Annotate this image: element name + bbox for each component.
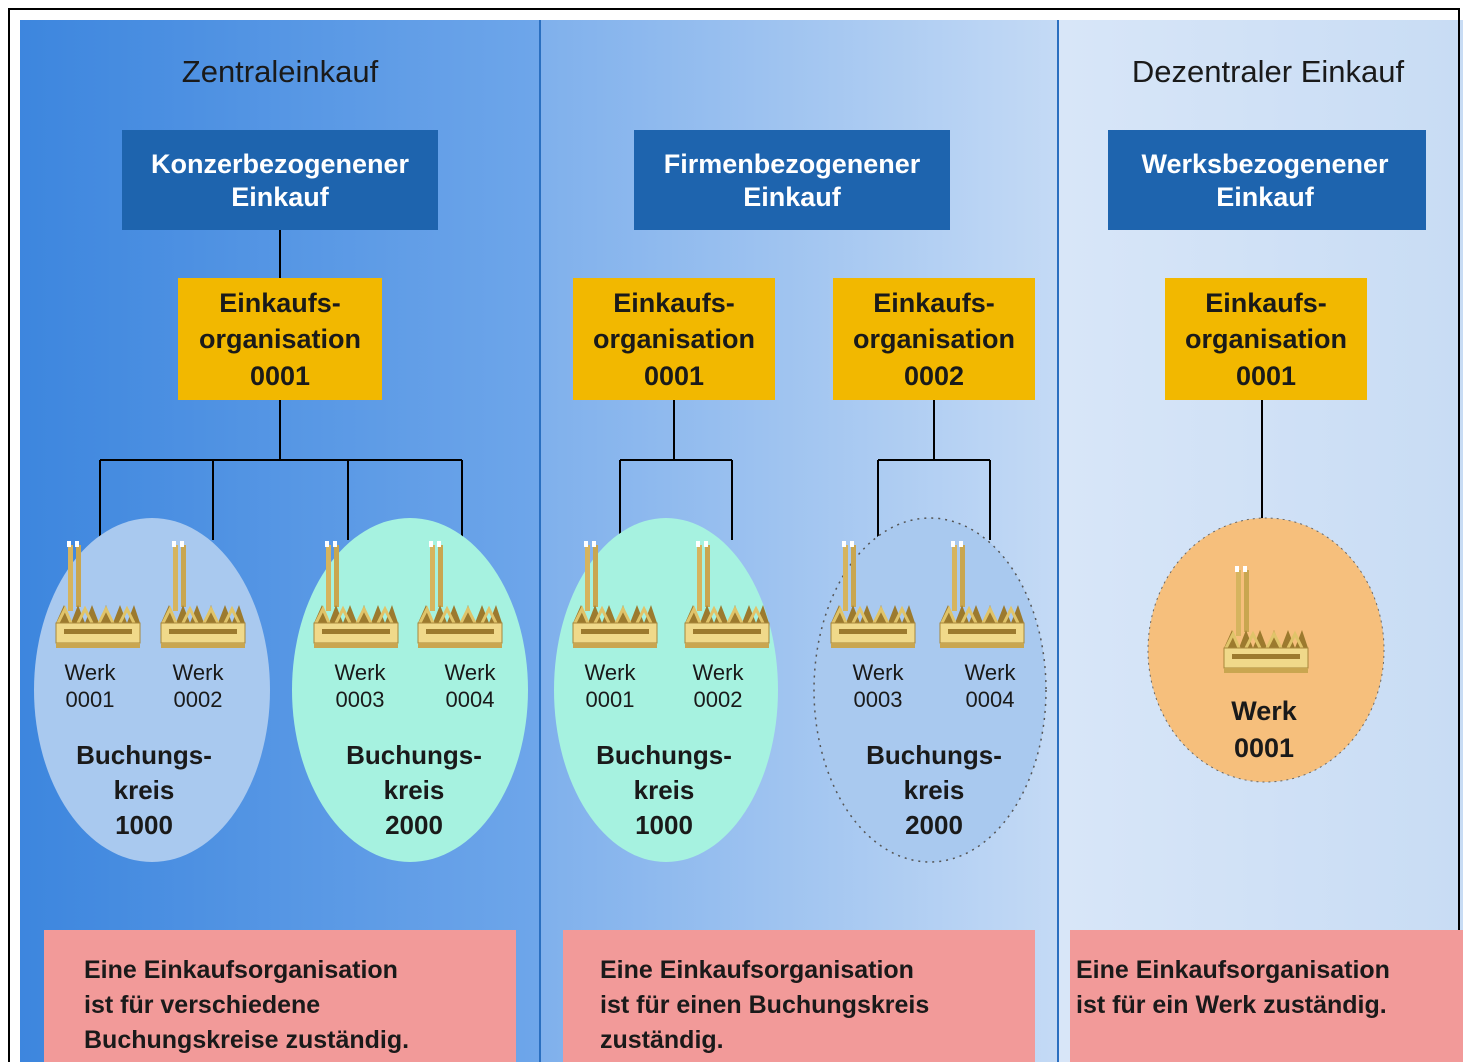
purchasing-org-label: Einkaufs- bbox=[613, 288, 735, 318]
company-code-ellipse bbox=[813, 517, 1047, 863]
purchasing-org-label: organisation bbox=[1185, 324, 1347, 354]
company-purchasing-title: Firmenbezogenener bbox=[664, 149, 921, 179]
note-box bbox=[1070, 930, 1463, 1062]
note-line: zuständig. bbox=[600, 1026, 724, 1054]
connector-lines bbox=[619, 400, 991, 540]
plant-label: Werk bbox=[965, 660, 1017, 685]
note-line: ist für ein Werk zuständig. bbox=[1076, 991, 1387, 1019]
group-purchasing-subtitle: Einkauf bbox=[231, 182, 330, 212]
plant-label: Werk bbox=[1231, 696, 1298, 726]
note-line: ist für einen Buchungskreis bbox=[600, 991, 929, 1019]
note-box bbox=[563, 930, 1035, 1062]
note-line: Buchungskreise zuständig. bbox=[84, 1026, 409, 1054]
purchasing-org-number: 0002 bbox=[904, 361, 964, 391]
company-purchasing-subtitle: Einkauf bbox=[743, 182, 842, 212]
purchasing-org-box bbox=[1165, 278, 1367, 400]
plant-label: Werk bbox=[585, 660, 637, 685]
note-line: Eine Einkaufsorganisation bbox=[84, 956, 398, 984]
purchasing-org-label: Einkaufs- bbox=[1205, 288, 1327, 318]
plant-label: Werk bbox=[853, 660, 905, 685]
purchasing-org-label: Einkaufs- bbox=[219, 288, 341, 318]
plant-number: 0002 bbox=[694, 687, 743, 712]
plant-label: Werk bbox=[693, 660, 745, 685]
company-code-number: 2000 bbox=[905, 810, 963, 840]
purchasing-org-label: organisation bbox=[853, 324, 1015, 354]
purchasing-org-number: 0001 bbox=[644, 361, 704, 391]
company-code-label: Buchungs- bbox=[346, 740, 482, 770]
plant-label: Werk bbox=[65, 660, 117, 685]
plant-number: 0001 bbox=[1234, 733, 1294, 763]
purchasing-org-label: Einkaufs- bbox=[873, 288, 995, 318]
plant-number: 0002 bbox=[174, 687, 223, 712]
purchasing-org-label: organisation bbox=[593, 324, 755, 354]
plant-purchasing-box bbox=[1108, 130, 1426, 230]
company-code-label: kreis bbox=[904, 775, 965, 805]
plant-label: Werk bbox=[335, 660, 387, 685]
company-code-label: kreis bbox=[384, 775, 445, 805]
company-code-number: 1000 bbox=[115, 810, 173, 840]
heading-central: Zentraleinkauf bbox=[182, 54, 379, 89]
plant-label: Werk bbox=[173, 660, 225, 685]
plant-number: 0004 bbox=[966, 687, 1015, 712]
company-code-label: Buchungs- bbox=[866, 740, 1002, 770]
plant-purchasing-title: Werksbezogenener bbox=[1141, 149, 1389, 179]
plant-number: 0001 bbox=[66, 687, 115, 712]
company-code-number: 1000 bbox=[635, 810, 693, 840]
plant-number: 0004 bbox=[446, 687, 495, 712]
company-code-label: kreis bbox=[634, 775, 695, 805]
connector-lines bbox=[99, 400, 463, 540]
plant-number: 0003 bbox=[336, 687, 385, 712]
company-purchasing-box bbox=[634, 130, 950, 230]
company-code-ellipse bbox=[34, 518, 270, 862]
company-code-label: Buchungs- bbox=[76, 740, 212, 770]
plant-purchasing-subtitle: Einkauf bbox=[1216, 182, 1315, 212]
purchasing-org-number: 0001 bbox=[250, 361, 310, 391]
note-box bbox=[44, 930, 516, 1062]
purchasing-org-box bbox=[833, 278, 1035, 400]
company-code-ellipse bbox=[292, 518, 528, 862]
purchasing-org-label: organisation bbox=[199, 324, 361, 354]
note-line: Eine Einkaufsorganisation bbox=[600, 956, 914, 984]
purchasing-org-box bbox=[178, 278, 382, 400]
plant-number: 0001 bbox=[586, 687, 635, 712]
group-purchasing-title: Konzerbezogenener bbox=[151, 149, 410, 179]
plant-label: Werk bbox=[445, 660, 497, 685]
plant-number: 0003 bbox=[854, 687, 903, 712]
group-purchasing-box bbox=[122, 130, 438, 230]
note-line: ist für verschiedene bbox=[84, 991, 320, 1019]
diagram-frame bbox=[8, 8, 1460, 1062]
purchasing-org-box bbox=[573, 278, 775, 400]
company-code-number: 2000 bbox=[385, 810, 443, 840]
company-code-ellipse bbox=[554, 518, 778, 862]
purchasing-org-number: 0001 bbox=[1236, 361, 1296, 391]
heading-decentral: Dezentraler Einkauf bbox=[1132, 54, 1405, 89]
company-code-label: Buchungs- bbox=[596, 740, 732, 770]
note-line: Eine Einkaufsorganisation bbox=[1076, 956, 1390, 984]
company-code-label: kreis bbox=[114, 775, 175, 805]
